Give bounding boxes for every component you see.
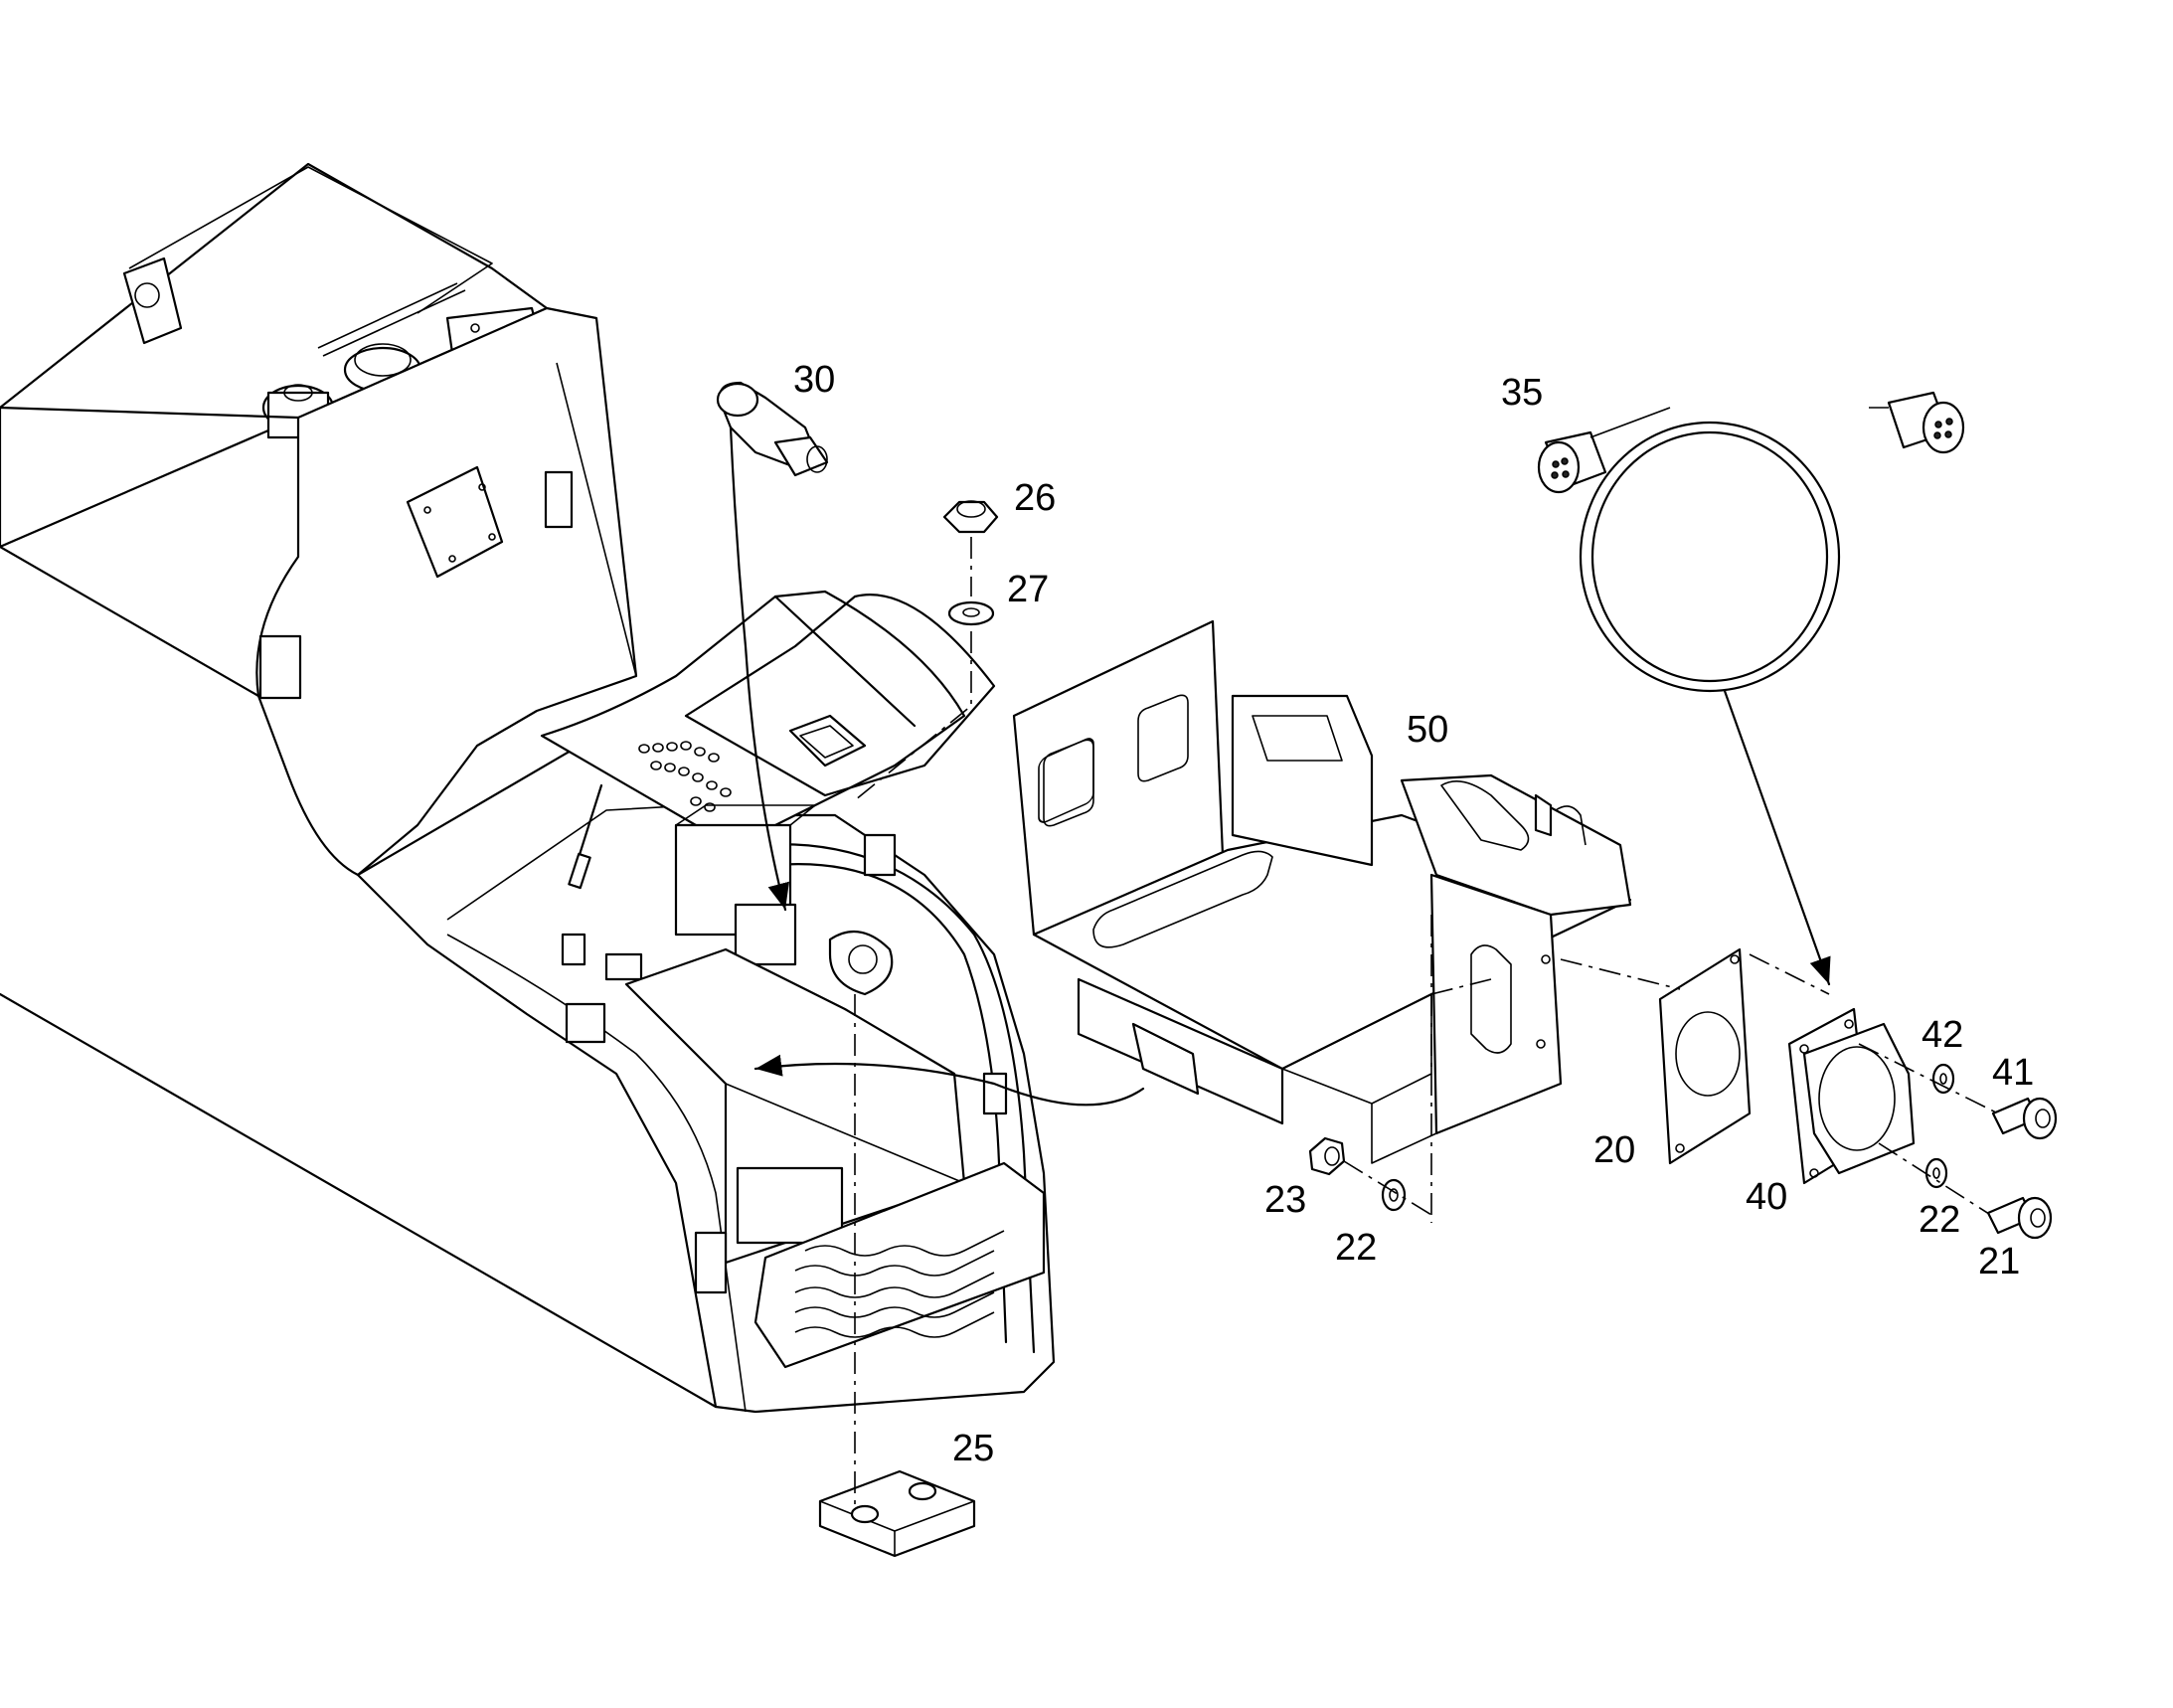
callout-50: 50 <box>1407 709 1449 751</box>
part-50-bracket <box>1012 619 1632 1164</box>
part-27-washer <box>947 600 995 626</box>
callout-23: 23 <box>1264 1179 1307 1221</box>
part-22-washer-right <box>1924 1157 1948 1189</box>
callout-30: 30 <box>793 359 836 401</box>
callout-22-right: 22 <box>1919 1199 1961 1241</box>
callout-42: 42 <box>1922 1014 1964 1056</box>
part-26-nut <box>942 500 999 534</box>
part-40-socket <box>1787 1007 1916 1185</box>
callout-21: 21 <box>1978 1241 2021 1282</box>
callout-27: 27 <box>1007 569 1050 610</box>
callout-40: 40 <box>1746 1176 1788 1218</box>
callout-41: 41 <box>1992 1052 2035 1094</box>
part-25-plate <box>818 1469 976 1558</box>
vent-holes <box>638 741 732 812</box>
callout-20: 20 <box>1593 1129 1636 1171</box>
callout-22-left: 22 <box>1335 1227 1378 1269</box>
part-41-screw <box>1991 1097 2058 1140</box>
part-23-nut <box>1308 1136 1346 1176</box>
callout-26: 26 <box>1014 477 1057 519</box>
part-21-screw <box>1986 1196 2053 1240</box>
machine-body <box>0 162 1056 1414</box>
callout-35: 35 <box>1501 372 1544 414</box>
part-42-washer <box>1931 1063 1955 1095</box>
part-22-washer-left <box>1381 1178 1407 1212</box>
step-treads <box>794 1230 1005 1338</box>
part-20-plate <box>1658 947 1752 1165</box>
part-35-cable <box>1537 391 1965 986</box>
callout-25: 25 <box>952 1428 995 1469</box>
part-30-connector <box>716 381 829 912</box>
